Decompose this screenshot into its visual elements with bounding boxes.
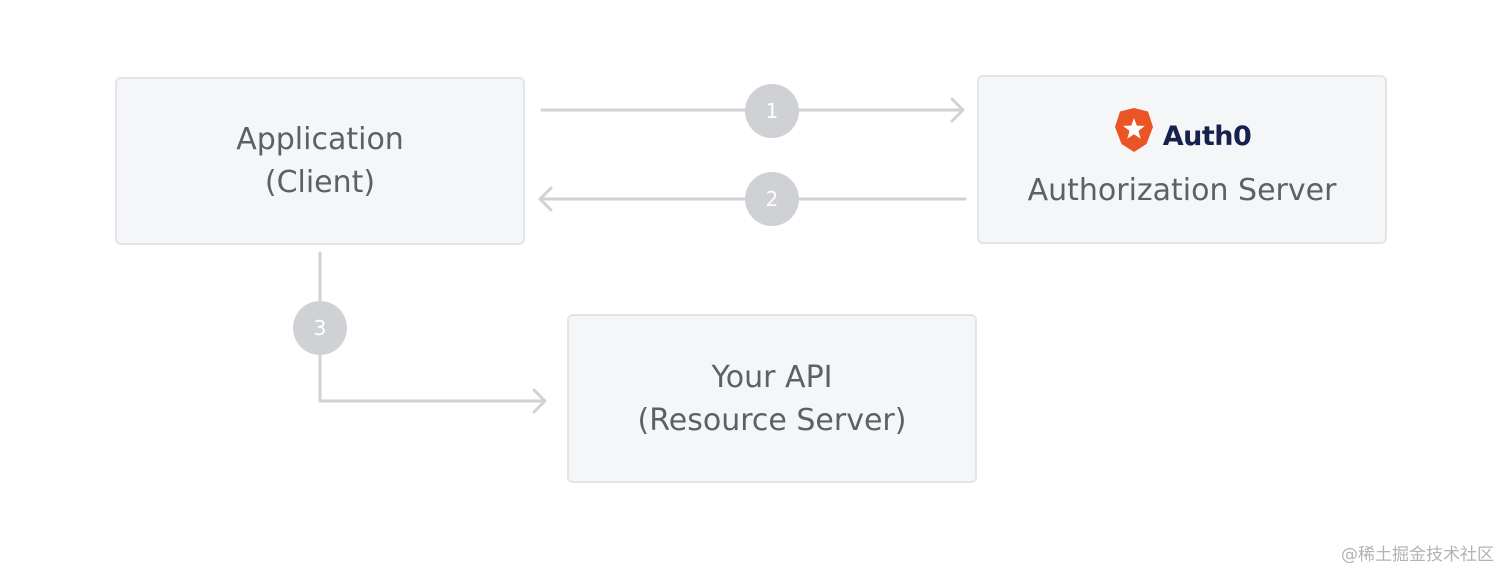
arrow-2-head [538,186,553,212]
step-1-badge: 1 [745,84,799,138]
application-title: Application [236,122,404,157]
authorization-server-label: Authorization Server [1027,173,1337,208]
arrow-1-head [950,97,965,123]
application-client-box: Application (Client) [115,77,525,245]
auth0-brand: Auth0 [1113,107,1252,165]
api-title: Your API [711,359,833,395]
step-2-badge: 2 [745,172,799,226]
step-3-badge: 3 [293,301,347,355]
step-1-label: 1 [766,99,779,123]
authorization-server-box: Auth0 Authorization Server [977,75,1387,244]
api-subtitle: (Resource Server) [637,402,907,438]
application-subtitle: (Client) [264,165,376,200]
step-3-label: 3 [314,316,327,340]
arrow-3-head [532,388,547,414]
step-2-label: 2 [766,187,779,211]
auth0-brand-name: Auth0 [1162,120,1252,152]
auth0-shield-star-icon [1113,107,1155,165]
resource-server-box: Your API (Resource Server) [567,314,977,483]
watermark: @稀土掘金技术社区 [1341,545,1494,565]
arrow-3-line [318,251,547,403]
